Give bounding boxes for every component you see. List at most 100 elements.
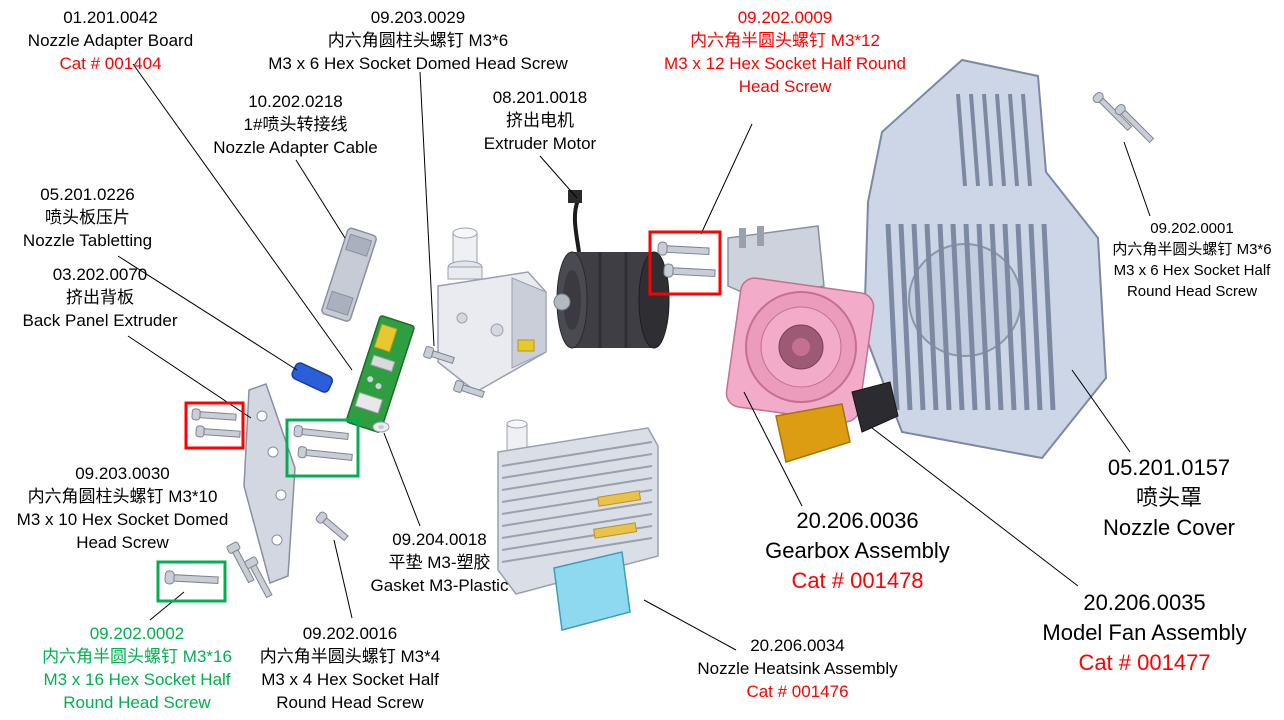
label-screw-m3x4-half-round: 09.202.0016 内六角半圆头螺钉 M3*4 M3 x 4 Hex Soc… [236,622,464,714]
part-name-en: M3 x 10 Hex Socket Domed [16,510,229,529]
part-name-en: Extruder Motor [483,134,597,153]
label-screw-m3x6-domed: 09.203.0029 内六角圆柱头螺钉 M3*6 M3 x 6 Hex Soc… [248,6,588,75]
catalog-number: Cat # 001478 [791,568,924,593]
part-name-cn: 内六角圆柱头螺钉 M3*6 [327,31,509,50]
label-screw-m3x6-half-round: 09.202.0001 内六角半圆头螺钉 M3*6 M3 x 6 Hex Soc… [1102,218,1282,302]
part-name-en: Gasket M3-Plastic [370,576,509,595]
part-number: 09.204.0018 [392,530,487,549]
part-name-cn: 挤出电机 [506,111,574,130]
part-name-cn: 内六角半圆头螺钉 M3*4 [259,647,441,666]
heatsink-fins [501,441,653,563]
screw-m3x4-part [315,511,349,542]
part-number: 08.201.0018 [492,88,588,107]
part-name-en-2: Round Head Screw [276,693,424,712]
leader-nozzle-tabletting [117,255,298,371]
part-number: 20.206.0034 [750,636,845,655]
part-number: 09.202.0016 [302,624,398,643]
screw-m3x12-part [663,263,716,278]
screw-m3x12-part [657,241,710,256]
label-gearbox-assembly: 20.206.0036 Gearbox Assembly Cat # 00147… [735,506,980,596]
nozzle-cover-part [862,58,1108,460]
leader-screw-m3x6-domed [419,71,435,347]
highlight-box-red-m3x12 [648,230,722,296]
leader-nozzle-cover [1071,369,1131,453]
leader-screw-m3x4 [333,539,353,619]
part-name-en: Gearbox Assembly [765,538,950,563]
part-name-cn: 喷头板压片 [45,208,130,227]
part-name-cn: 内六角半圆头螺钉 M3*6 [1112,241,1272,258]
label-model-fan-assembly: 20.206.0035 Model Fan Assembly Cat # 001… [1005,588,1284,678]
extruder-motor-part [553,190,670,349]
highlight-boxes [156,230,722,603]
gasket-part [372,421,390,433]
highlight-box-green-upper [285,418,360,478]
catalog-number: Cat # 001476 [746,682,849,701]
part-name-en: Nozzle Adapter Cable [213,138,378,157]
screw-part [191,408,237,421]
screw-m3x6-half-part [1092,91,1133,132]
leader-gearbox [743,391,803,507]
screw-m3x10-part [244,556,273,599]
nozzle-adapter-board-part [345,315,415,433]
catalog-number: Cat # 001477 [1078,650,1211,675]
part-name-en: Nozzle Cover [1102,515,1236,540]
fan-duct-black [851,381,899,433]
part-name-en-2: Head Screw [738,77,832,96]
motor-cable-connector [568,190,582,203]
leader-gasket [383,432,421,527]
gearbox-assembly-part [437,227,547,393]
part-name-cn: 内六角半圆头螺钉 M3*16 [42,647,232,666]
screw-m3x16-part [293,425,349,440]
part-number: 09.202.0002 [89,624,185,643]
leader-screw-m3x12 [700,123,753,235]
leader-heatsink [643,599,737,651]
nozzle-adapter-cable-part [321,227,377,322]
part-name-cn: 喷头罩 [1135,485,1202,510]
label-nozzle-cover: 05.201.0157 喷头罩 Nozzle Cover [1055,453,1283,543]
leader-nozzle-adapter-cable [295,159,346,239]
fan-bracket-screw [757,226,764,246]
catalog-number: Cat # 001404 [59,54,162,73]
leader-screw-m3x6-half [1123,141,1151,217]
nozzle-heatsink-assembly-part [497,419,659,631]
part-number: 01.201.0042 [63,8,158,27]
cover-upper-vents [956,93,1032,187]
model-fan-assembly-part [725,225,899,463]
part-number: 03.202.0070 [52,265,148,284]
highlight-box-red-left [184,401,245,450]
back-panel-extruder-part [243,383,296,585]
part-number: 20.206.0036 [796,508,919,533]
leader-extruder-motor [539,155,578,199]
cover-main-vents [885,223,1056,411]
part-name-cn: 1#喷头转接线 [243,115,348,134]
heatsink-cyan-block [553,551,631,631]
part-name-en-2: Round Head Screw [63,693,211,712]
part-name-en: M3 x 6 Hex Socket Domed Head Screw [268,54,568,73]
part-name-en: M3 x 12 Hex Socket Half Round [664,54,906,73]
part-name-en: Nozzle Heatsink Assembly [697,659,898,678]
part-number: 10.202.0218 [248,92,343,111]
part-name-cn: 平垫 M3-塑胶 [388,553,491,572]
screw-m3x16-part [164,570,219,585]
highlight-box-green-lower [156,560,227,603]
label-nozzle-adapter-board: 01.201.0042 Nozzle Adapter Board Cat # 0… [8,6,213,75]
leader-model-fan [871,427,1079,587]
label-screw-m3x10-domed: 09.203.0030 内六角圆柱头螺钉 M3*10 M3 x 10 Hex S… [0,462,245,554]
label-gasket: 09.204.0018 平垫 M3-塑胶 Gasket M3-Plastic [352,528,527,597]
label-nozzle-tabletting: 05.201.0226 喷头板压片 Nozzle Tabletting [0,183,175,252]
part-name-en-2: Head Screw [76,533,169,552]
leader-nozzle-adapter-board [132,63,353,371]
fan-duct-gold [775,403,851,463]
pcb-connector-white [354,391,384,414]
label-extruder-motor: 08.201.0018 挤出电机 Extruder Motor [440,86,640,155]
part-name-cn: 内六角半圆头螺钉 M3*12 [690,31,880,50]
part-name-en: Model Fan Assembly [1042,620,1247,645]
part-number: 09.203.0030 [75,464,170,483]
screw-m3x16-part [297,446,353,461]
fan-bracket-screw [739,228,746,248]
motor-cable [572,199,581,253]
screws [164,91,1155,599]
part-name-en-2: Round Head Screw [1126,283,1258,300]
screw-m3x6-part [453,379,485,398]
part-name-en: M3 x 16 Hex Socket Half [43,670,231,689]
